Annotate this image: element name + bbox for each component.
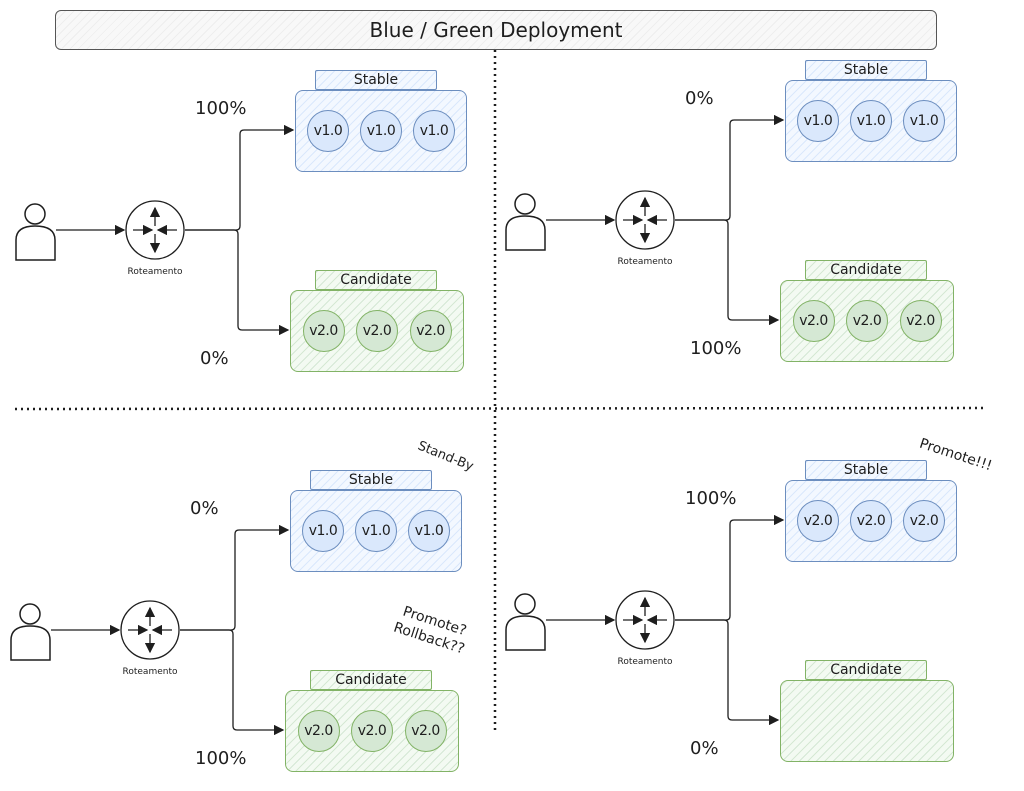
stable-traffic-percent: 100% xyxy=(195,98,247,119)
user-body-icon xyxy=(15,225,56,261)
router-icon xyxy=(615,590,675,650)
stable-pod: v2.0 xyxy=(797,500,839,542)
diagram-title: Blue / Green Deployment xyxy=(55,10,937,50)
arrow-router-to-candidate xyxy=(675,619,780,726)
stable-pod: v1.0 xyxy=(360,110,402,152)
stable-pool: v1.0 v1.0 v1.0 xyxy=(785,80,957,162)
stable-pod: v2.0 xyxy=(903,500,945,542)
router-icon xyxy=(120,600,180,660)
stable-pod: v1.0 xyxy=(413,110,455,152)
candidate-traffic-percent: 100% xyxy=(690,338,742,359)
candidate-label: Candidate xyxy=(805,260,927,280)
candidate-traffic-percent: 0% xyxy=(200,348,229,369)
candidate-pod: v2.0 xyxy=(302,310,345,352)
stable-traffic-percent: 0% xyxy=(685,88,714,109)
candidate-pod: v2.0 xyxy=(899,300,942,342)
stable-pod: v1.0 xyxy=(903,100,945,142)
candidate-traffic-percent: 100% xyxy=(195,748,247,769)
stable-pod: v1.0 xyxy=(408,510,450,552)
stable-traffic-percent: 100% xyxy=(685,488,737,509)
candidate-pod: v2.0 xyxy=(297,710,340,752)
arrow-router-to-stable xyxy=(180,524,290,631)
candidate-pod: v2.0 xyxy=(409,310,452,352)
divider-horizontal xyxy=(14,406,986,411)
stable-pool: v1.0 v1.0 v1.0 xyxy=(290,490,462,572)
stable-pool: v1.0 v1.0 v1.0 xyxy=(295,90,467,172)
stable-pod: v1.0 xyxy=(797,100,839,142)
user-body-icon xyxy=(10,625,51,661)
candidate-label: Candidate xyxy=(315,270,437,290)
stable-pod: v1.0 xyxy=(355,510,397,552)
arrow-router-to-stable xyxy=(675,514,785,621)
router-label: Roteamento xyxy=(122,667,178,677)
candidate-pool xyxy=(780,680,954,762)
stable-label: Stable xyxy=(310,470,432,490)
router-label: Roteamento xyxy=(617,257,673,267)
candidate-pod: v2.0 xyxy=(792,300,835,342)
candidate-pod: v2.0 xyxy=(356,310,398,352)
candidate-label: Candidate xyxy=(310,670,432,690)
arrow-router-to-candidate xyxy=(675,219,780,326)
stable-label: Stable xyxy=(805,460,927,480)
candidate-pod: v2.0 xyxy=(351,710,393,752)
stable-pod: v1.0 xyxy=(302,510,344,552)
candidate-label: Candidate xyxy=(805,660,927,680)
user-head-icon xyxy=(19,603,41,625)
arrow-router-to-candidate xyxy=(185,229,290,336)
router-icon xyxy=(125,200,185,260)
stable-pool: v2.0 v2.0 v2.0 xyxy=(785,480,957,562)
router-label: Roteamento xyxy=(617,657,673,667)
router-label: Roteamento xyxy=(127,267,183,277)
arrow-router-to-stable xyxy=(185,124,295,231)
user-body-icon xyxy=(505,215,546,251)
candidate-pool: v2.0 v2.0 v2.0 xyxy=(290,290,464,372)
candidate-pod: v2.0 xyxy=(404,710,447,752)
user-head-icon xyxy=(514,193,536,215)
stable-pod: v2.0 xyxy=(850,500,892,542)
candidate-pod: v2.0 xyxy=(846,300,888,342)
stable-label: Stable xyxy=(805,60,927,80)
candidate-pool: v2.0 v2.0 v2.0 xyxy=(780,280,954,362)
user-body-icon xyxy=(505,615,546,651)
arrow-router-to-stable xyxy=(675,114,785,221)
stable-traffic-percent: 0% xyxy=(190,498,219,519)
stable-label: Stable xyxy=(315,70,437,90)
candidate-traffic-percent: 0% xyxy=(690,738,719,759)
stable-pod: v1.0 xyxy=(307,110,349,152)
user-head-icon xyxy=(514,593,536,615)
user-head-icon xyxy=(24,203,46,225)
candidate-pool: v2.0 v2.0 v2.0 xyxy=(285,690,459,772)
stable-pod: v1.0 xyxy=(850,100,892,142)
arrow-router-to-candidate xyxy=(180,629,285,736)
router-icon xyxy=(615,190,675,250)
